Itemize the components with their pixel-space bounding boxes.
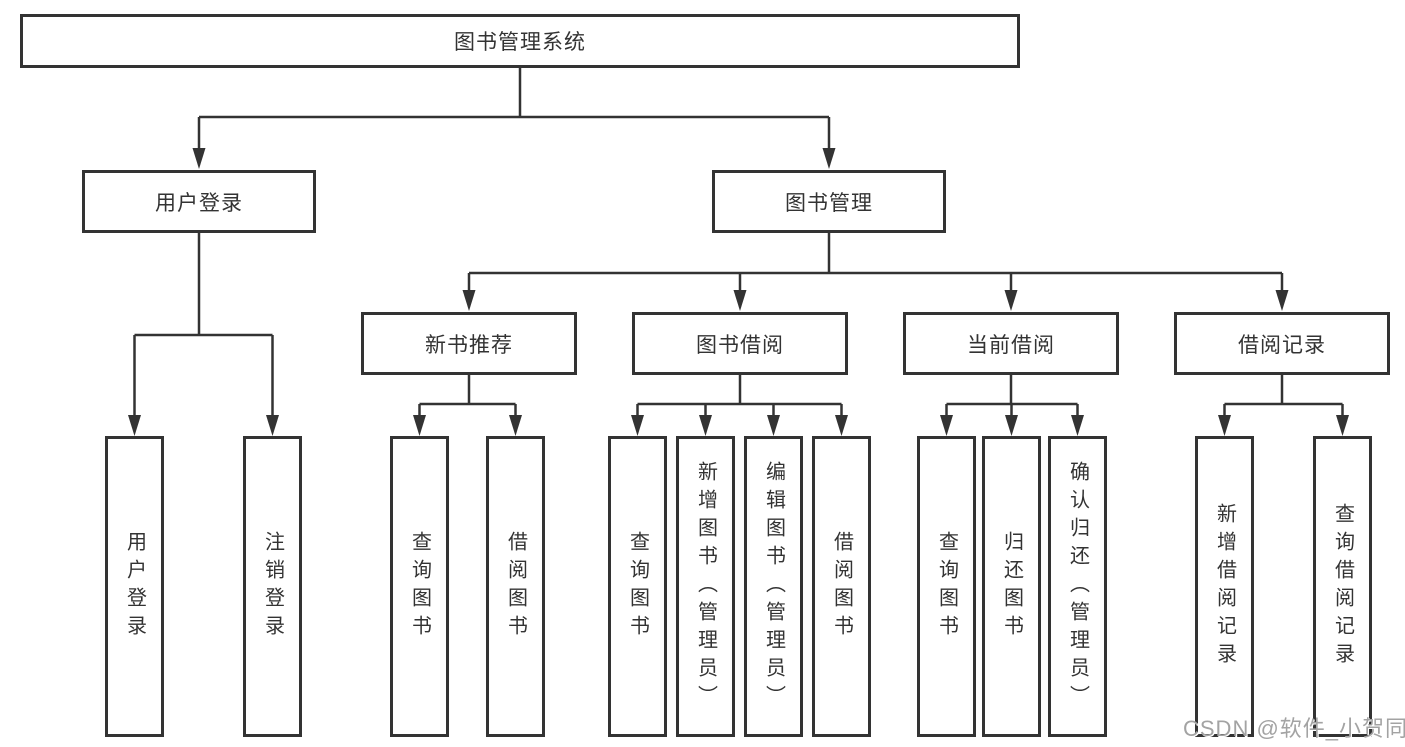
node-book-management: 图书管理 <box>712 170 946 233</box>
leaf-query-books-current: 查询图书 <box>917 436 976 737</box>
leaf-edit-books-admin: 编辑图书（管理员） <box>744 436 803 737</box>
leaf-label: 新增借阅记录 <box>1213 502 1236 671</box>
leaf-query-books-borrow: 查询图书 <box>608 436 667 737</box>
leaf-borrow-books-recommend: 借阅图书 <box>486 436 545 737</box>
leaf-add-books-admin: 新增图书（管理员） <box>676 436 735 737</box>
leaf-user-login: 用户登录 <box>105 436 164 737</box>
leaf-label: 用户登录 <box>123 530 146 643</box>
leaf-label: 借阅图书 <box>830 530 853 643</box>
leaf-label: 确认归还（管理员） <box>1066 460 1089 713</box>
leaf-label: 编辑图书（管理员） <box>762 460 785 713</box>
node-new-book-recommend: 新书推荐 <box>361 312 577 375</box>
node-current-borrow: 当前借阅 <box>903 312 1119 375</box>
csdn-watermark: CSDN @软件_小贺同学 <box>1183 716 1405 741</box>
node-book-borrow: 图书借阅 <box>632 312 848 375</box>
leaf-return-books: 归还图书 <box>982 436 1041 737</box>
node-borrow-records: 借阅记录 <box>1174 312 1390 375</box>
leaf-logout: 注销登录 <box>243 436 302 737</box>
leaf-label: 注销登录 <box>261 530 284 643</box>
node-user-login: 用户登录 <box>82 170 316 233</box>
leaf-query-borrow-record: 查询借阅记录 <box>1313 436 1372 737</box>
leaf-label: 查询借阅记录 <box>1331 502 1354 671</box>
leaf-borrow-books: 借阅图书 <box>812 436 871 737</box>
leaf-label: 归还图书 <box>1000 530 1023 643</box>
leaf-label: 查询图书 <box>935 530 958 643</box>
leaf-query-books-recommend: 查询图书 <box>390 436 449 737</box>
leaf-label: 新增图书（管理员） <box>694 460 717 713</box>
leaf-label: 查询图书 <box>408 530 431 643</box>
arrowheads <box>128 148 1349 436</box>
leaf-label: 借阅图书 <box>504 530 527 643</box>
node-root-system: 图书管理系统 <box>20 14 1020 68</box>
leaf-confirm-return-admin: 确认归还（管理员） <box>1048 436 1107 737</box>
leaf-add-borrow-record: 新增借阅记录 <box>1195 436 1254 737</box>
leaf-label: 查询图书 <box>626 530 649 643</box>
